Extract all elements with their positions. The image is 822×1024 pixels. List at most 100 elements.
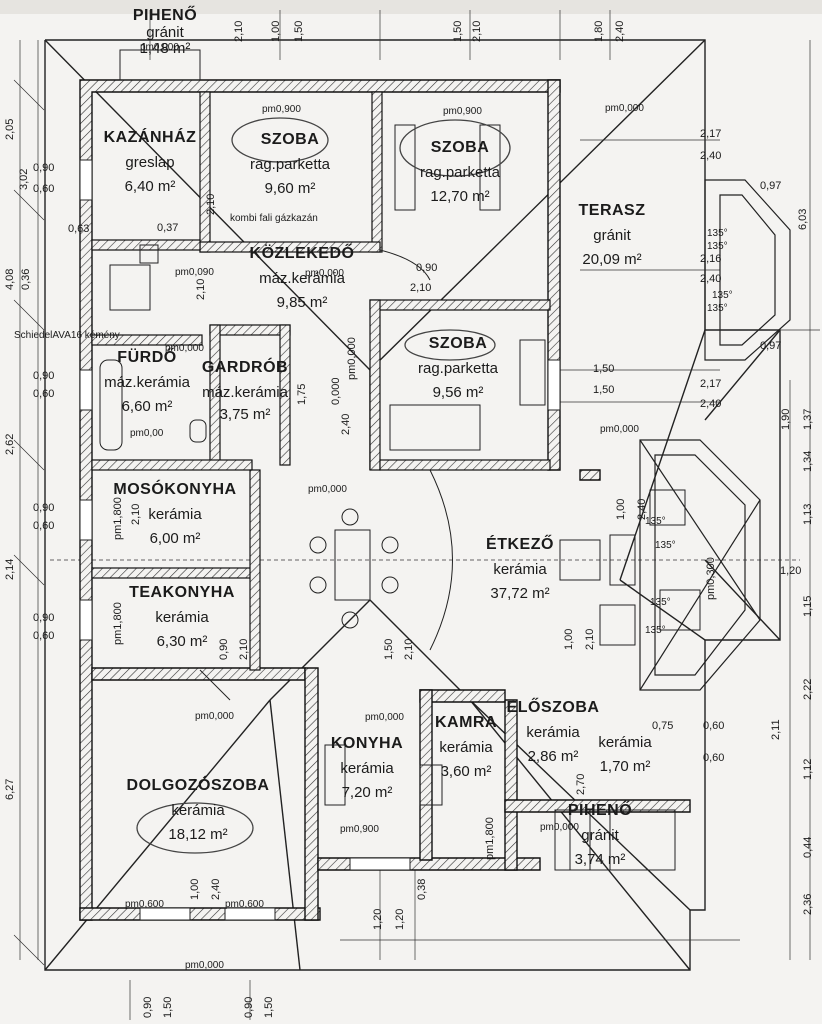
- desk: [519, 339, 546, 406]
- dimension: 1,20: [394, 908, 406, 930]
- dimension: 1,90: [780, 408, 792, 430]
- dimension: 2,10: [130, 503, 142, 525]
- armchair: [559, 539, 601, 581]
- dimension: 2,40: [700, 150, 722, 162]
- dimension: 2,40: [614, 20, 626, 42]
- room-name: MOSÓKONYHA: [113, 481, 237, 498]
- room-area: 6,60 m²: [121, 397, 173, 415]
- dimension: 0,38: [416, 878, 428, 900]
- dimension: 1,50: [263, 996, 275, 1018]
- room-material: rag.parketta: [419, 163, 501, 181]
- level-mark: pm0,000: [195, 711, 234, 722]
- room-material: kerámia: [340, 759, 394, 777]
- room-kozlekedo: KÖZLEKEDŐ máz.kerámia 9,85 m²: [249, 245, 355, 310]
- level-mark: pm0,600: [125, 899, 164, 910]
- bed-2: [479, 124, 501, 211]
- dimension: 1,13: [802, 503, 814, 525]
- angle-mark: 135°: [707, 303, 728, 314]
- room-material: máz.kerámia: [202, 383, 288, 401]
- room-name: ÉTKEZŐ: [486, 536, 554, 553]
- dimension: 2,40: [700, 273, 722, 285]
- dimension: 1,50: [593, 363, 615, 375]
- level-mark: pm0,900: [340, 824, 379, 835]
- room-name: KÖZLEKEDŐ: [249, 245, 355, 262]
- dimension: 2,40: [210, 878, 222, 900]
- level-mark: pm0,600: [225, 899, 264, 910]
- dimension: 0,90: [243, 996, 255, 1018]
- room-material: máz.kerámia: [104, 373, 190, 391]
- chair: [341, 508, 359, 526]
- room-etkezo: ÉTKEZŐ kerámia 37,72 m²: [486, 536, 554, 602]
- room-material: gránit: [593, 226, 631, 244]
- room-area: 1,70 m²: [599, 757, 651, 775]
- level-mark: pm0,00: [130, 428, 164, 439]
- angle-mark: 135°: [645, 625, 666, 636]
- room-area: 2,86 m²: [527, 747, 579, 765]
- room-szoba-2: SZOBA rag.parketta 12,70 m²: [419, 139, 501, 205]
- dimension: 0,90: [33, 370, 55, 382]
- room-name: FÜRDŐ: [117, 349, 177, 366]
- dimension: 1,00: [615, 498, 627, 520]
- room-area: 6,00 m²: [149, 529, 201, 547]
- room-name: KAZÁNHÁZ: [103, 129, 197, 146]
- dimension: 0,60: [33, 183, 55, 195]
- dimension: 0,37: [157, 222, 179, 234]
- dimension: 2,10: [410, 282, 432, 294]
- toilet: [189, 419, 207, 443]
- dimension: 6,27: [4, 778, 16, 800]
- dimension: 2,40: [700, 398, 722, 410]
- room-mosokonyha: MOSÓKONYHA kerámia 6,00 m²: [113, 481, 237, 547]
- room-material: kerámia: [148, 505, 202, 523]
- level-mark: pm1,800: [112, 602, 124, 645]
- dimension: 2,10: [584, 628, 596, 650]
- dimension: 0,97: [760, 340, 782, 352]
- dimension: 0,63: [68, 223, 90, 235]
- room-name: PIHENŐ: [567, 802, 633, 819]
- room-name: SZOBA: [260, 131, 320, 148]
- room-area: 20,09 m²: [582, 250, 642, 268]
- angle-mark: 135°: [645, 516, 666, 527]
- room-area: 12,70 m²: [430, 187, 490, 205]
- level-mark: pm0,000: [165, 343, 204, 354]
- dimension: 1,20: [780, 565, 802, 577]
- stairs: [119, 49, 676, 871]
- room-material: kerámia: [493, 560, 547, 578]
- boiler-note: kombi fali gázkazán: [230, 213, 318, 224]
- dimension: 0,90: [33, 502, 55, 514]
- paper-edge: [0, 0, 822, 14]
- level-mark: pm0,000: [305, 268, 344, 279]
- room-material: greslap: [125, 153, 175, 171]
- room-area: 3,74 m²: [574, 850, 626, 868]
- room-material: kerámia: [439, 738, 493, 756]
- room-name: KONYHA: [330, 735, 404, 752]
- dimension: 0,90: [218, 638, 230, 660]
- room-material: kerámia: [526, 723, 580, 741]
- room-area: 9,56 m²: [432, 383, 484, 401]
- dimension: 2,14: [4, 558, 16, 580]
- dimension: 3,02: [18, 168, 30, 190]
- room-material: máz.kerámia: [259, 269, 345, 287]
- dimension: 1,50: [162, 996, 174, 1018]
- dimension: 1,80: [593, 20, 605, 42]
- angle-mark: 135°: [650, 597, 671, 608]
- bay-window: [639, 179, 791, 691]
- room-area: 37,72 m²: [490, 584, 550, 602]
- room-furdo: FÜRDŐ máz.kerámia 6,60 m²: [104, 349, 190, 415]
- room-name: SZOBA: [428, 335, 488, 352]
- dimension: 2,10: [233, 20, 245, 42]
- room-szoba-1: SZOBA rag.parketta 9,60 m²: [250, 131, 330, 196]
- room-piheno-bottom: PIHENŐ gránit 3,74 m²: [567, 802, 633, 868]
- dimension: 0,60: [703, 720, 725, 732]
- room-szoba-3: SZOBA rag.parketta 9,56 m²: [418, 335, 498, 401]
- room-area: 1,48 m²: [139, 39, 191, 57]
- dimension: 1,75: [296, 383, 308, 405]
- dimension: 6,03: [797, 208, 809, 230]
- pencil-circles: [136, 117, 511, 854]
- angle-mark: 135°: [707, 241, 728, 252]
- room-material: gránit: [581, 826, 619, 844]
- dimension: 0,44: [802, 836, 814, 858]
- room-area: 7,20 m²: [341, 783, 393, 801]
- room-kamra: KAMRA kerámia 3,60 m²: [435, 714, 497, 779]
- room-konyha: KONYHA kerámia 7,20 m²: [330, 735, 404, 801]
